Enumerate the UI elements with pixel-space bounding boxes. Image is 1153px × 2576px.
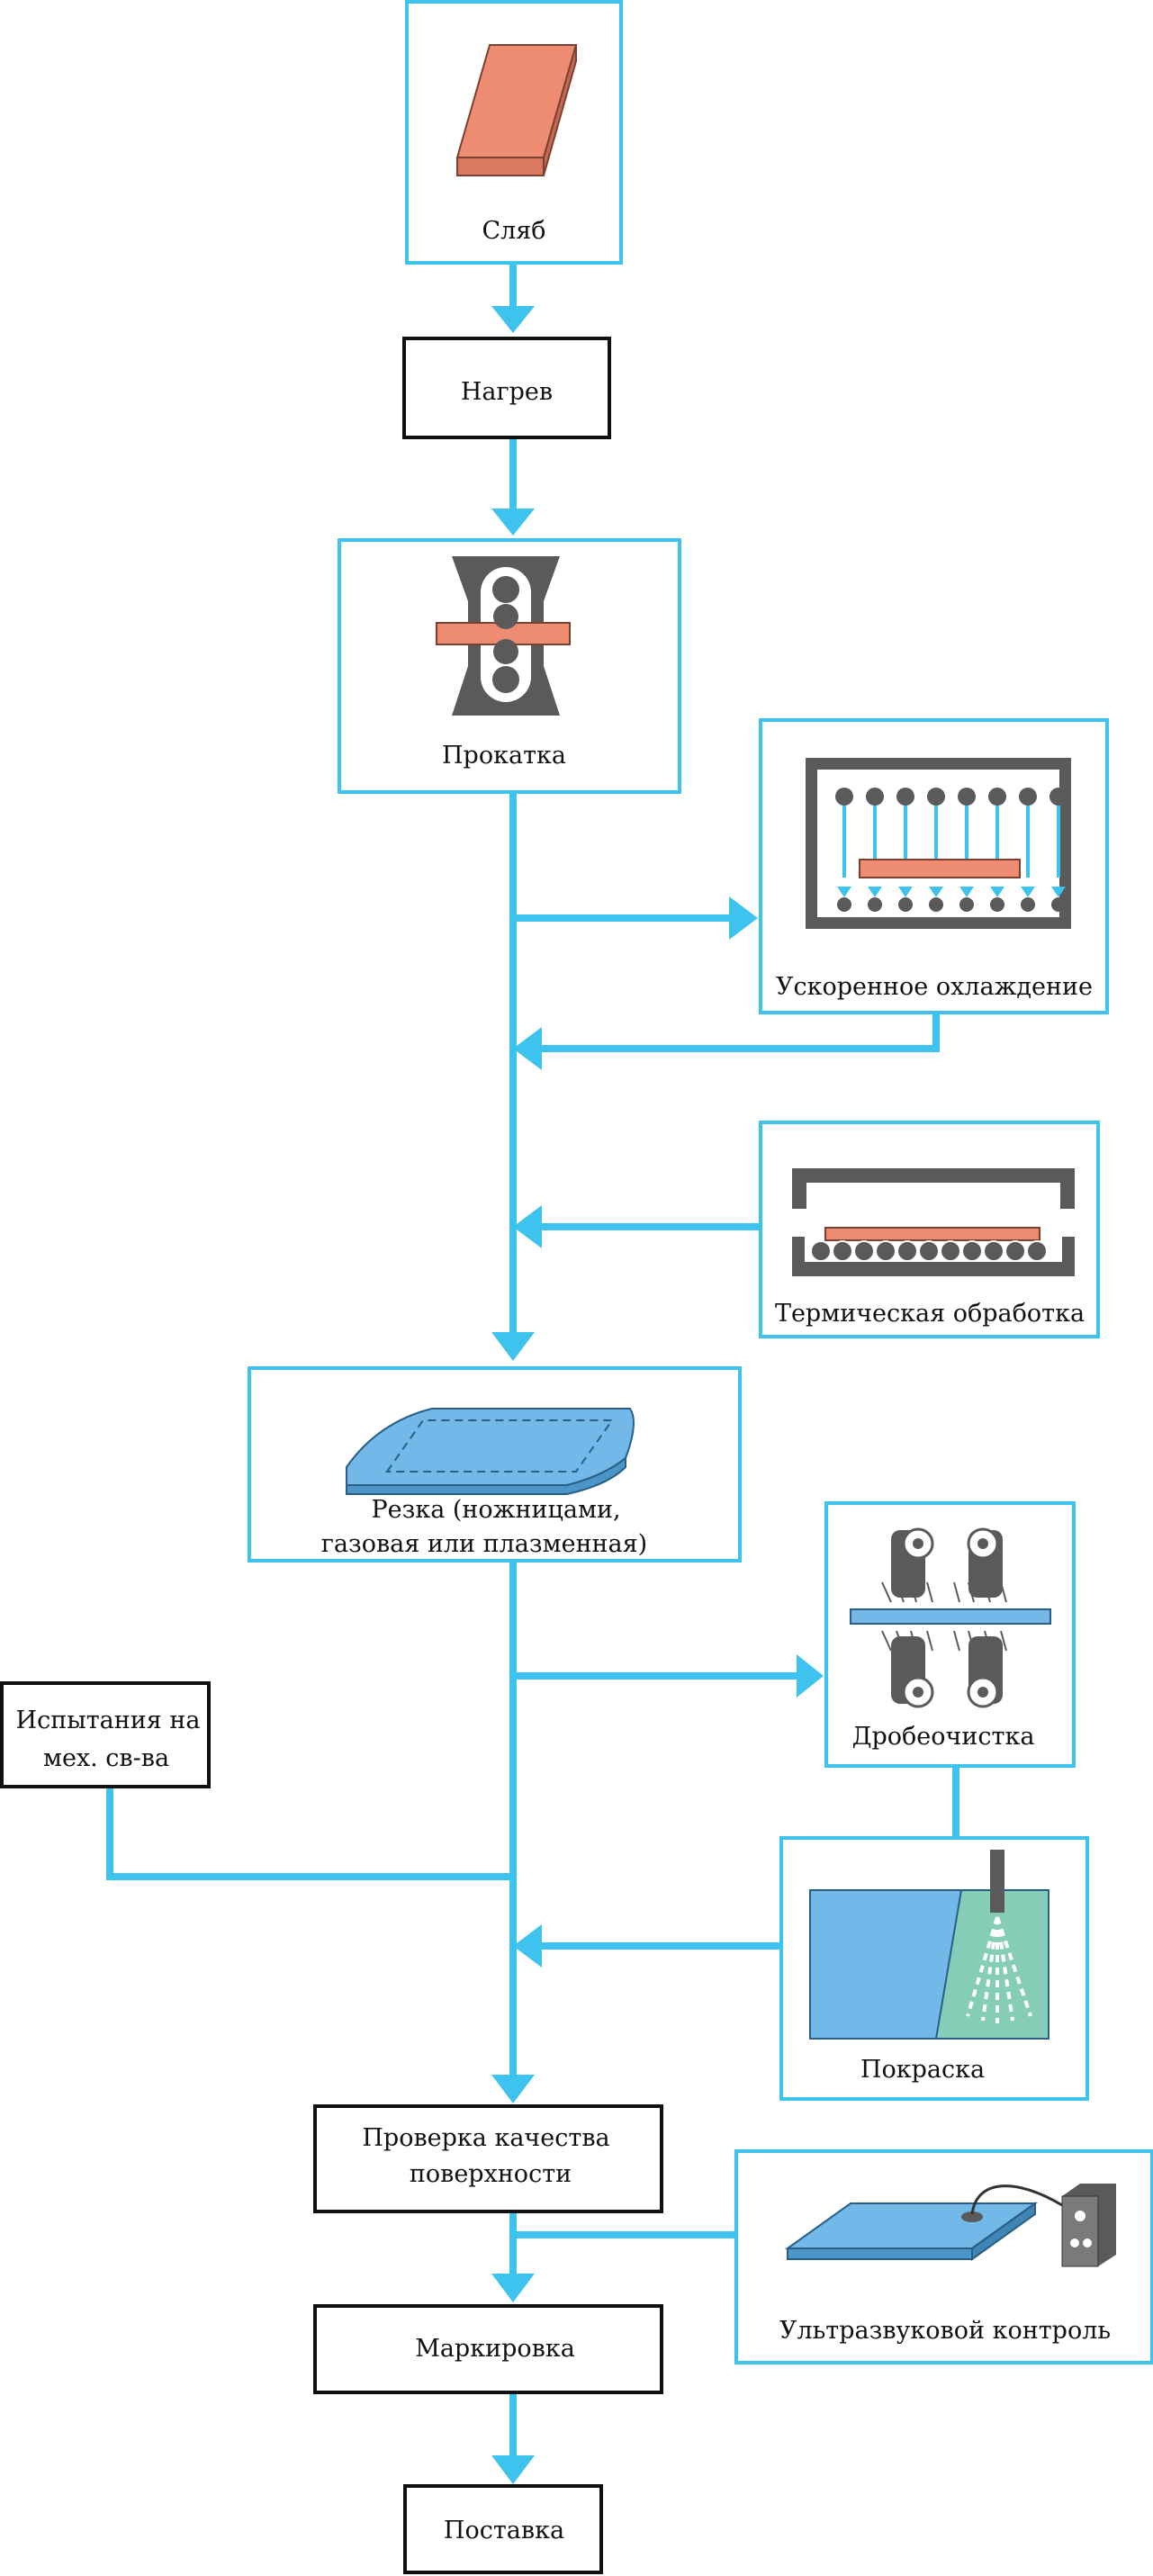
arrowhead-cooling-return	[513, 1027, 542, 1070]
arrowhead-cooling	[729, 896, 758, 940]
step-slab: Сляб	[405, 0, 623, 265]
surface-check-label-line1: Проверка качества	[362, 2124, 609, 2152]
slab-icon	[455, 44, 578, 176]
rolling-label: Прокатка	[442, 742, 566, 770]
arrowhead-heat-treatment	[513, 1205, 542, 1248]
cooling-label: Ускоренное охлаждение	[776, 973, 1093, 1001]
marking-label: Маркировка	[415, 2335, 575, 2363]
surface-check-box	[313, 2104, 663, 2213]
shot-blaster-icon	[850, 1527, 1051, 1708]
delivery-box	[403, 2484, 603, 2574]
painting-label: Покраска	[860, 2056, 985, 2084]
heating-box	[402, 337, 611, 439]
mech-test-box	[0, 1681, 211, 1788]
arrowhead-delivery	[491, 2455, 535, 2484]
arrowhead-surface-check	[491, 2075, 535, 2103]
shot-blasting-label: Дробеочистка	[852, 1723, 1035, 1751]
flow-from-mech-test	[106, 1787, 513, 1880]
mech-test-label-line2: мех. св-ва	[43, 1744, 169, 1772]
arrowhead-shot-blasting	[797, 1654, 824, 1698]
delivery-label: Поставка	[444, 2517, 564, 2544]
furnace-icon	[792, 1168, 1075, 1276]
cutting-label-line1: Резка (ножницами,	[371, 1496, 620, 1524]
surface-check-label-line2: поверхности	[410, 2160, 572, 2188]
step-ultrasonic: Ультразвуковой контроль	[734, 2149, 1153, 2364]
ultrasonic-label: Ультразвуковой контроль	[779, 2317, 1111, 2345]
arrowhead-heating	[491, 306, 535, 333]
step-heat-treatment: Термическая обработка	[759, 1121, 1100, 1338]
step-rolling: Прокатка	[338, 538, 681, 794]
step-cutting: Резка (ножницами, газовая или плазменная…	[248, 1366, 742, 1563]
arrowhead-rolling	[491, 509, 535, 536]
arrowhead-marking	[491, 2274, 535, 2302]
step-heating: Нагрев	[402, 337, 611, 439]
plate-cut-icon	[346, 1408, 635, 1495]
step-marking: Маркировка	[313, 2304, 663, 2394]
flow-lines	[106, 263, 959, 2484]
ultrasonic-icon	[784, 2184, 1116, 2267]
cutting-label-line2: газовая или плазменная)	[321, 1530, 647, 1558]
rolling-mill-icon	[436, 556, 571, 716]
step-mechanical-tests: Испытания на мех. св-ва	[0, 1681, 211, 1788]
step-shot-blasting: Дробеочистка	[824, 1501, 1076, 1768]
shot-blasting-box	[824, 1501, 1076, 1768]
flow-from-cooling	[540, 1013, 940, 1052]
heating-label: Нагрев	[461, 378, 553, 406]
step-painting: Покраска	[779, 1836, 1089, 2101]
step-delivery: Поставка	[403, 2484, 603, 2574]
step-surface-check: Проверка качества поверхности	[313, 2104, 663, 2213]
slab-label: Сляб	[482, 217, 545, 245]
cooling-unit-icon	[806, 758, 1071, 929]
painting-icon	[809, 1850, 1049, 2040]
arrowhead-cutting	[491, 1332, 535, 1361]
heat-treatment-label: Термическая обработка	[775, 1300, 1085, 1328]
arrowhead-painting	[513, 1924, 542, 1968]
mech-test-label-line1: Испытания на	[16, 1707, 201, 1734]
step-accelerated-cooling: Ускоренное охлаждение	[759, 718, 1109, 1014]
marking-box	[313, 2304, 663, 2394]
